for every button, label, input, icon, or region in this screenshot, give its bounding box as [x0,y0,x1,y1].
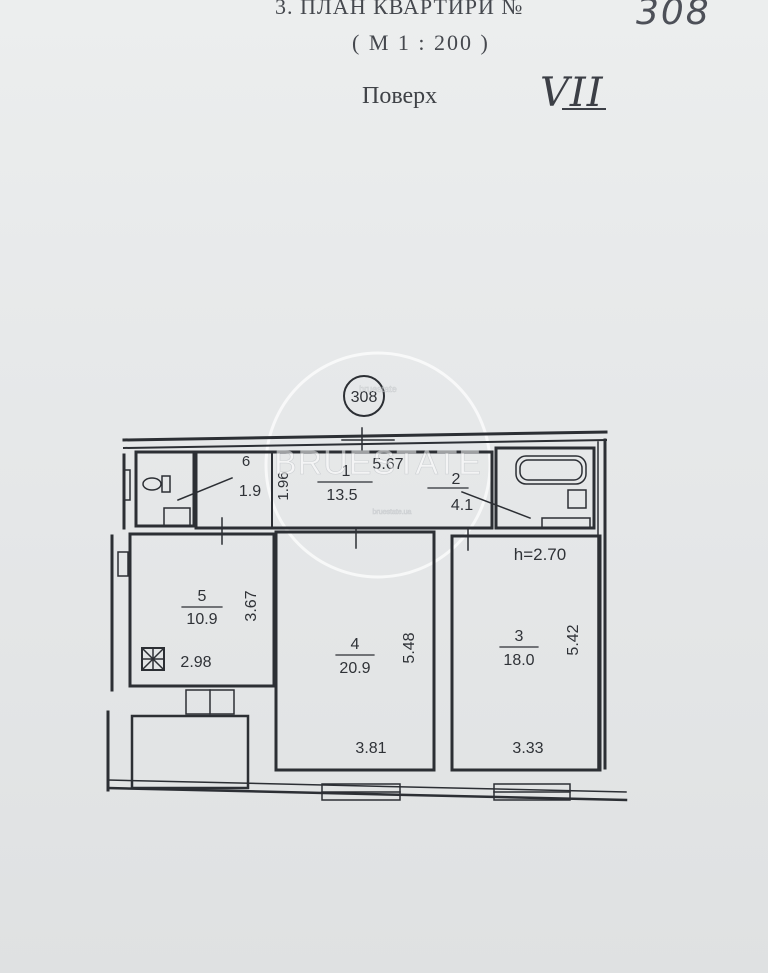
scale-note: ( М 1 : 200 ) [352,30,490,55]
room-3-area: 18.0 [503,652,534,669]
watermark-small-bottom: bruestate.ua [373,509,412,516]
outer-wall-top-inner [122,438,608,450]
room-3-height: 5.42 [565,624,582,655]
wall-corridor [194,450,494,530]
wall-room-3 [450,534,602,772]
room-4-height: 5.48 [401,632,418,663]
floor-number-handwritten: VII [540,70,605,116]
ceiling-height: h=2.70 [514,545,566,564]
fixtures [140,455,591,672]
room-6-area: 1.9 [239,483,261,500]
wall-room-5 [128,532,276,688]
watermark-brand: BRUESTATE [274,444,482,482]
wall-room-4 [274,530,436,772]
room-1-width: 5.67 [372,456,403,473]
room-2-area: 4.1 [451,497,473,514]
watermark-small-top: bruestate [359,384,397,394]
floor-label: Поверх [362,83,438,109]
door-swings [177,427,531,551]
windows [117,469,571,801]
doc-heading: 3. ПЛАН КВАРТИРИ № [275,0,524,19]
unit-tag-circle [343,375,385,417]
room-1-number: 1 [342,463,351,480]
room-5-width: 2.98 [180,654,211,671]
watermark-ring [264,351,492,579]
room-5-number: 5 [198,588,207,605]
room-5-height: 3.67 [243,590,260,621]
room-6-number: 6 [242,453,250,470]
outer-wall-top [122,430,608,442]
outer-wall-bottom [106,786,628,802]
room-1-area: 13.5 [326,487,357,504]
wall-wc [134,450,196,528]
room-4-number: 4 [351,636,360,653]
room-3-number: 3 [515,628,524,645]
room-4-area: 20.9 [339,660,370,677]
watermark [264,351,492,579]
room-4-width: 3.81 [355,740,386,757]
unit-tag-text: 308 [351,389,378,406]
room-1-height: 1.96 [275,471,292,500]
wall-loggia [130,714,250,790]
room-number-bars [181,481,539,656]
room-3-width: 3.33 [512,740,543,757]
apartment-number-handwritten: 308 [636,0,711,33]
room-2-number: 2 [452,471,461,488]
room-5-area: 10.9 [186,611,217,628]
outer-wall-bottom-inner [107,779,627,793]
